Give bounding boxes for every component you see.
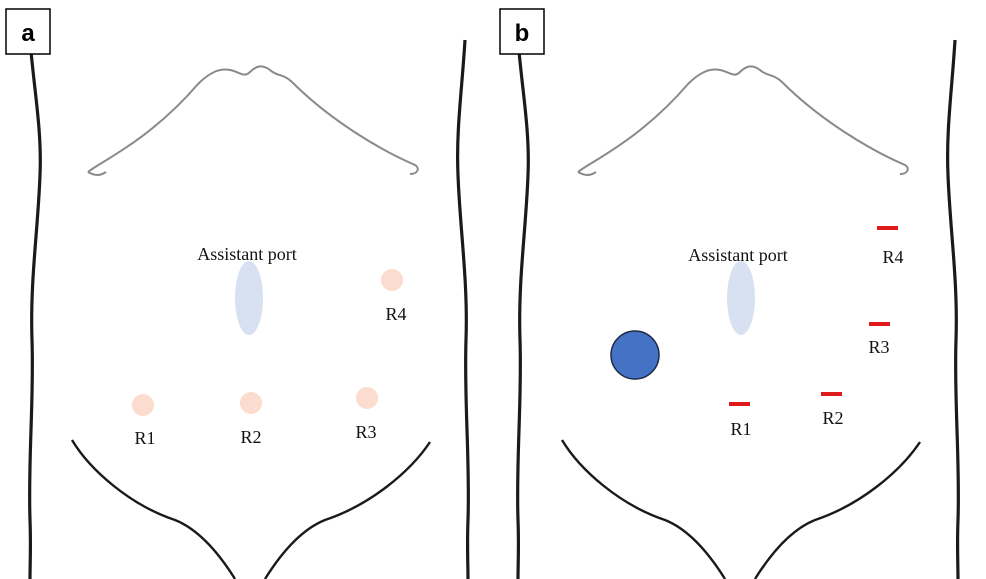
right-flank-outline	[456, 39, 471, 579]
port-r4-label: R4	[882, 247, 903, 267]
port-r1-label: R1	[730, 419, 751, 439]
assistant-port-marker	[727, 261, 755, 335]
panel-a-tag-box	[5, 8, 51, 55]
port-r4-label: R4	[385, 304, 406, 324]
port-r3-label: R3	[355, 422, 376, 442]
port-r1-marker	[132, 394, 154, 416]
port-r3-label: R3	[868, 337, 889, 357]
port-r4-marker	[381, 269, 403, 291]
port-r4-incision	[877, 226, 898, 230]
port-r2-label: R2	[240, 427, 261, 447]
rib-cage-base	[577, 171, 597, 176]
rib-cage-outline	[577, 65, 909, 175]
right-flank-outline	[946, 39, 961, 579]
left-flank-outline	[27, 39, 42, 579]
extraction-site-marker	[610, 330, 660, 380]
port-r3-incision	[869, 322, 890, 326]
right-groin-outline	[753, 441, 921, 579]
port-r3-marker	[356, 387, 378, 409]
assistant-port-marker	[235, 261, 263, 335]
assistant-port-label: Assistant port	[197, 244, 297, 264]
left-flank-outline	[515, 39, 530, 579]
port-r1-label: R1	[134, 428, 155, 448]
port-r1-incision	[729, 402, 750, 406]
port-r2-label: R2	[822, 408, 843, 428]
right-groin-outline	[263, 441, 431, 579]
left-groin-outline	[560, 439, 727, 579]
port-r2-incision	[821, 392, 842, 396]
port-r2-marker	[240, 392, 262, 414]
panel-b-tag: b	[515, 20, 530, 47]
left-groin-outline	[70, 439, 237, 579]
rib-cage-outline	[87, 65, 419, 175]
panel-b-tag-box	[499, 8, 545, 55]
panel-a: Assistant port R1 R2 R3 R4 a	[5, 8, 471, 579]
panel-b: Assistant port R1 R2 R3 R4 b	[499, 8, 961, 579]
assistant-port-label: Assistant port	[688, 245, 788, 265]
panel-a-tag: a	[21, 20, 35, 47]
rib-cage-base	[87, 171, 107, 176]
